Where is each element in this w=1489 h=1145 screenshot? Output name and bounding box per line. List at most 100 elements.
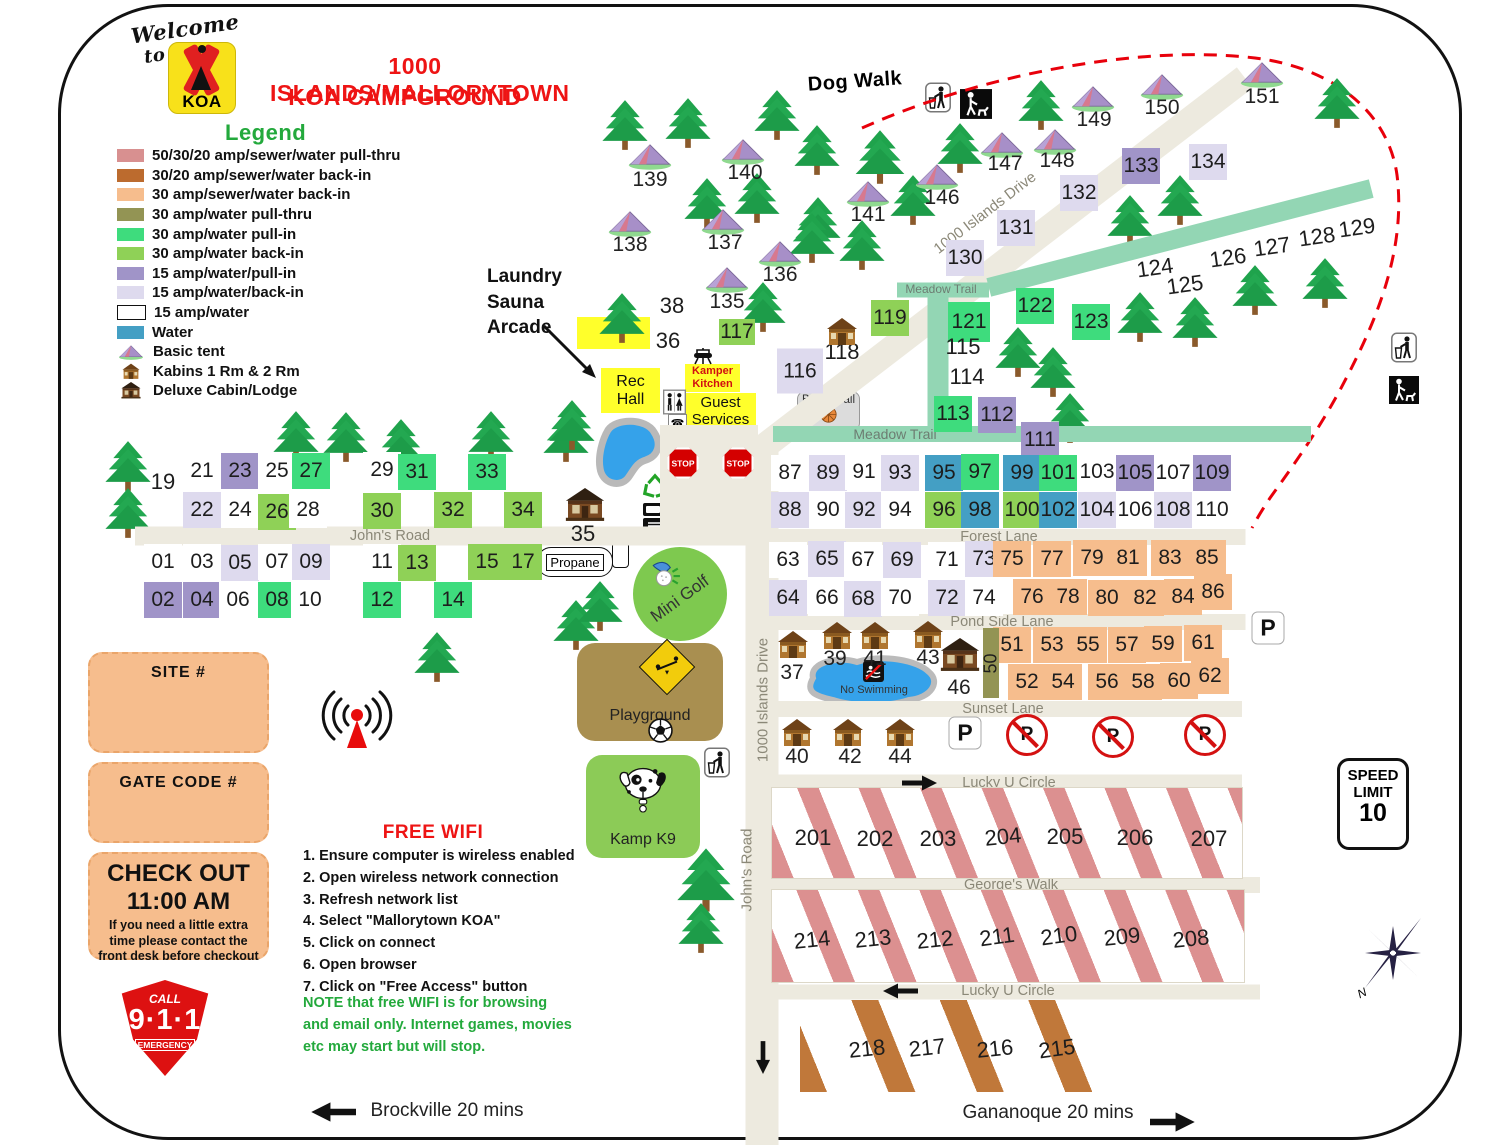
deluxe-icon [565,488,605,521]
parking-sign: P [948,716,982,750]
site-98: 98 [961,492,999,528]
legend-item: Water [117,322,400,342]
gate-code-box: GATE CODE # [88,762,269,843]
stop-sign: STOP [722,447,754,479]
site-130: 130 [946,240,984,276]
restroom-icon [663,389,686,415]
site-31: 31 [398,454,436,490]
dog-walk-label: Dog Walk [807,67,903,96]
legend-item: 15 amp/water/back-in [117,283,400,303]
site-04: 04 [183,582,221,618]
stripe-sites-block [800,1000,1112,1092]
free-wifi-title: FREE WIFI [382,822,484,843]
site-52: 52 [1008,664,1046,700]
site-218: 218 [847,1034,887,1063]
site-15: 15 [468,544,506,580]
tree-icon [105,441,151,491]
gate-code-label: GATE CODE # [119,774,238,791]
page-title-line1: 1000 ISLANDS/MALLORYTOWN [270,53,570,106]
mini-golf: Mini Golf [633,547,727,641]
laundry-arrow-icon [542,324,596,378]
legend-item-label: Basic tent [153,343,225,361]
site-76: 76 [1013,579,1051,615]
no-parking-sign: P [1092,716,1134,758]
site-06: 06 [219,582,257,618]
speed-word: SPEED [1347,767,1399,784]
site-number-box: SITE # [88,652,269,753]
cabin-site-label: 42 [838,745,862,768]
legend-swatch [117,305,146,321]
site-90: 90 [809,492,847,528]
dog-icon [619,767,667,813]
tree-icon [678,903,724,953]
rec-hall-label: Rec Hall [616,372,645,408]
road [760,701,1242,717]
site-94: 94 [881,492,919,528]
legend-item: Kabins 1 Rm & 2 Rm [117,362,400,382]
legend-item: Deluxe Cabin/Lodge [117,381,400,401]
deluxe-legend-icon [121,382,141,399]
legend-swatch [117,208,144,222]
site-204: 204 [983,822,1023,851]
cabin-site-label: 41 [863,647,887,670]
trail-label: Meadow Trail [853,426,937,442]
legend-item-label: 15 amp/water [154,304,250,322]
kabin-icon [885,719,915,746]
wifi-step: 5. Click on connect [303,935,436,951]
kabin-legend-icon [122,363,140,379]
road [760,984,1260,999]
tent-site-label: 139 [632,168,668,191]
legend-item-label: 30 amp/sewer/water back-in [152,186,351,204]
site-114: 114 [949,364,985,389]
no-parking-sign: P [1006,714,1048,756]
tent-icon [1240,62,1284,88]
site-67: 67 [844,542,882,578]
site-215: 215 [1037,1033,1077,1064]
legend-swatch [117,227,144,241]
koa-logo-triangle-icon [191,66,211,90]
site-97: 97 [961,454,999,490]
site-01: 01 [144,544,182,580]
wifi-step: 7. Click on "Free Access" button [303,978,528,995]
kabin-icon [778,631,808,658]
stripe-sites-block [771,787,1243,879]
site-85: 85 [1188,540,1226,576]
tent-site-label: 140 [727,161,763,184]
koa-logo-dot [198,45,206,53]
wifi-step: 1. Ensure computer is wireless enabled [303,848,575,864]
legend-item: 30 amp/water back-in [117,244,400,264]
site-103: 103 [1078,454,1116,490]
trail-label: Meadow Trail [905,282,977,296]
site-127: 127 [1252,231,1292,262]
arcade-line: Arcade [487,317,552,339]
site-212: 212 [915,925,955,954]
site-28: 28 [289,492,327,528]
site-125: 125 [1165,269,1205,300]
direction-arrow-left [883,983,918,999]
site-30: 30 [363,493,401,529]
site-100: 100 [1003,492,1041,528]
wifi-antenna-icon [321,690,393,750]
stripe-sites-block [771,889,1245,983]
legend-item-label: 50/30/20 amp/sewer/water pull-thru [152,147,401,165]
cabin-site-label: 39 [823,647,847,670]
sauna-line: Sauna [487,291,545,313]
no-parking-sign: P [1184,714,1226,756]
kabin-icon [827,318,857,345]
site-66: 66 [808,580,846,616]
site-99: 99 [1003,455,1041,491]
site-134: 134 [1189,144,1227,180]
site-123: 123 [1072,304,1110,340]
legend-item-label: 15 amp/water/pull-in [152,264,297,282]
tent-site-label: 141 [850,203,886,226]
kabin-icon [782,719,812,746]
legend-item: 30/20 amp/sewer/water back-in [117,166,400,186]
site-24: 24 [221,492,259,528]
legend-item-label: 30 amp/water back-in [152,245,304,263]
direction-arrow-down [755,1041,771,1074]
site-83: 83 [1151,540,1189,576]
site-131: 131 [997,210,1035,246]
koa-logo: KOA [168,42,236,114]
site-77: 77 [1033,541,1071,577]
